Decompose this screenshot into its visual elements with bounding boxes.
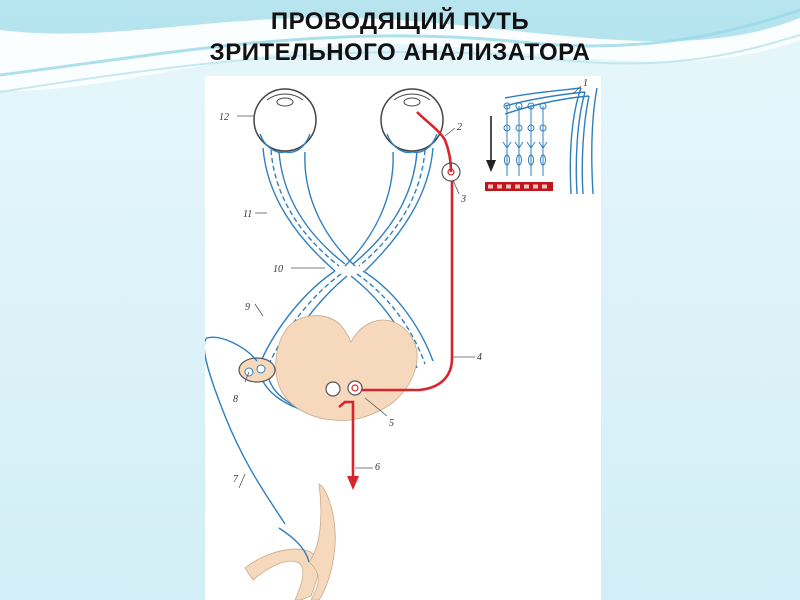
diagram-panel: 12 1 2 3 4 5 6 7 8 9 10 11 [205,76,601,600]
midbrain-nuclei [325,380,363,397]
diagram-labels: 12 1 2 3 4 5 6 7 8 9 10 11 [219,78,588,485]
label-12: 12 [219,112,229,123]
visual-cortex [244,483,336,600]
optic-nerves [262,147,434,272]
label-3: 3 [460,194,466,205]
label-8: 8 [233,394,238,405]
label-6: 6 [375,462,380,473]
label-5: 5 [389,418,394,429]
optic-radiation [205,336,286,525]
slide-title: ПРОВОДЯЩИЙ ПУТЬ ЗРИТЕЛЬНОГО АНАЛИЗАТОРА [120,6,680,68]
title-line-2: ЗРИТЕЛЬНОГО АНАЛИЗАТОРА [209,39,591,66]
label-11: 11 [243,209,252,220]
lateral-geniculate-body [238,357,276,383]
title-line-1: ПРОВОДЯЩИЙ ПУТЬ [270,8,530,35]
visual-pathway-diagram: 12 1 2 3 4 5 6 7 8 9 10 11 [205,78,598,600]
retina-inset [485,87,598,195]
label-2: 2 [457,122,462,133]
pupillary-reflex-pathway [338,111,461,490]
label-4: 4 [477,352,482,363]
midbrain-section [275,315,418,421]
label-7: 7 [233,474,239,485]
label-leader-lines [237,85,582,489]
label-10: 10 [273,264,283,275]
right-eyeball [380,88,444,154]
left-eyeball [253,88,317,154]
label-9: 9 [245,302,250,313]
label-1: 1 [583,78,588,89]
